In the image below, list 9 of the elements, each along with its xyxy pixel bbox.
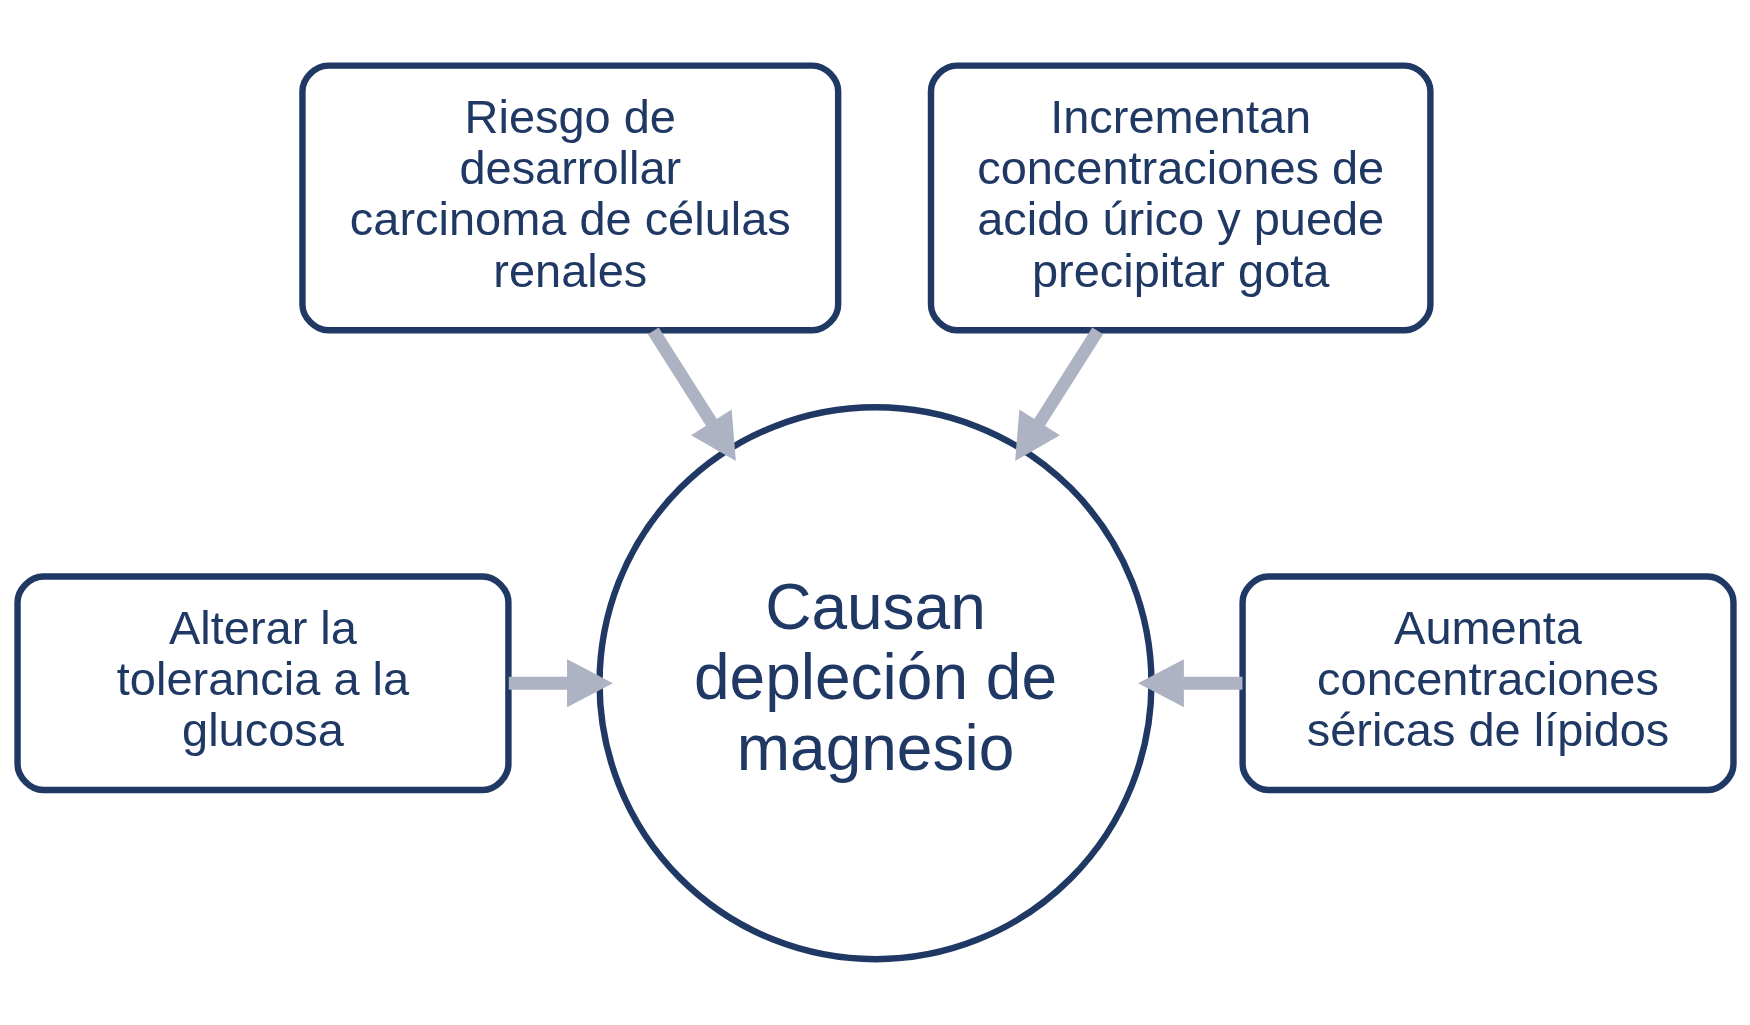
arrow — [1014, 327, 1103, 462]
node-box: Alterar la tolerancia a la glucosa — [13, 573, 512, 794]
arrow — [508, 659, 613, 708]
node-box: Aumenta concentraciones séricas de lípidos — [1238, 573, 1737, 794]
node-circle: Causan depleción de magnesio — [595, 404, 1155, 963]
node-box: Incrementan concentraciones de acido úrico y puede precipitar gota — [927, 62, 1434, 334]
node-box: Riesgo de desarrollar carcinoma de células renales — [298, 62, 841, 334]
arrow — [647, 327, 736, 462]
arrow — [1137, 659, 1242, 708]
